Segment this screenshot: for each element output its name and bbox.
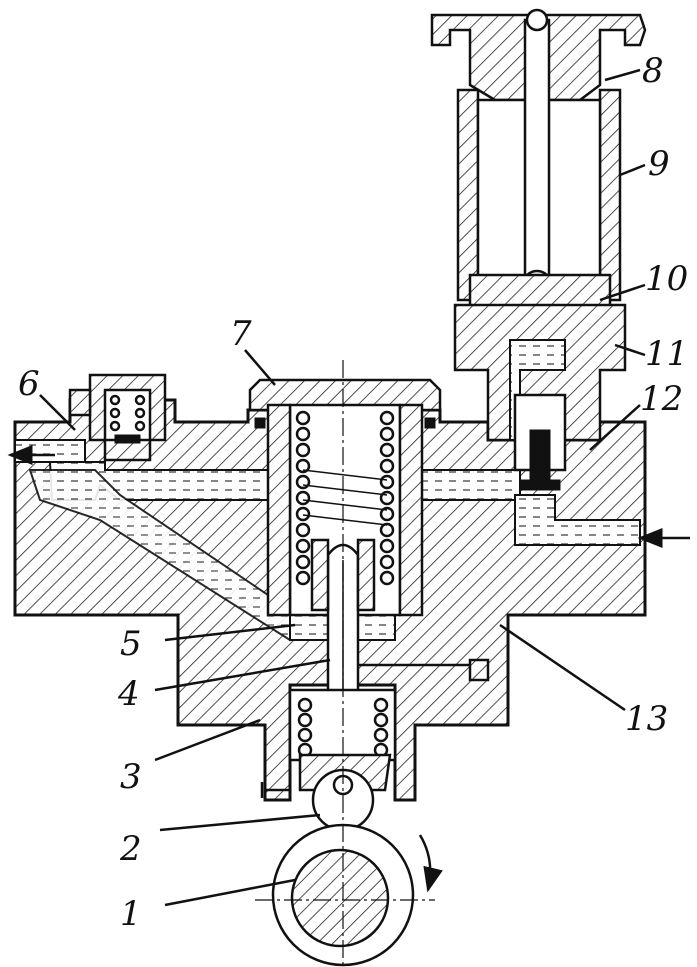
label-9: 9 [648, 144, 670, 184]
tappet-assembly [260, 688, 397, 832]
label-4: 4 [117, 674, 140, 714]
label-6: 6 [18, 364, 40, 404]
upper-spring [295, 410, 395, 586]
label-8: 8 [642, 51, 664, 91]
label-11: 11 [645, 334, 688, 374]
cam [255, 823, 443, 967]
label-13: 13 [625, 699, 668, 739]
relief-valve [7, 373, 167, 465]
label-1: 1 [120, 894, 142, 934]
leader-lines [39, 68, 646, 907]
filter-reservoir [430, 8, 690, 548]
rotation-arrow [418, 834, 443, 893]
label-5: 5 [120, 624, 142, 664]
label-12: 12 [640, 379, 683, 419]
label-2: 2 [119, 829, 142, 869]
callout-labels: 1 2 3 4 5 6 7 8 9 10 11 12 13 [18, 51, 688, 934]
drain-screw [358, 658, 490, 682]
label-7: 7 [230, 314, 252, 354]
label-3: 3 [120, 757, 142, 797]
label-10: 10 [645, 259, 688, 299]
